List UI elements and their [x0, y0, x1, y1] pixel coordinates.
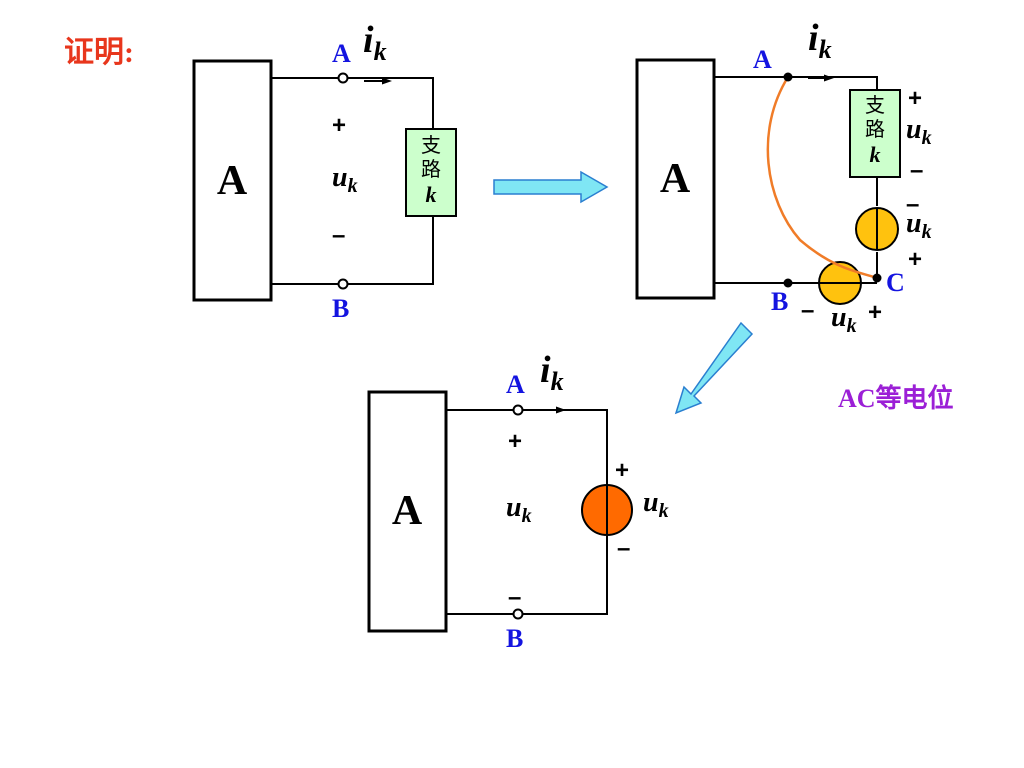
branch-label-char: 支	[865, 94, 885, 117]
branch-label-char: 路	[421, 158, 441, 181]
node-c	[872, 273, 882, 283]
branch-label-char: 支	[421, 134, 441, 157]
wire	[446, 409, 608, 615]
terminal-a	[512, 404, 524, 416]
current-label: ik	[540, 349, 564, 396]
branch-label-char: 路	[865, 118, 885, 141]
node-label-b: B	[771, 287, 788, 316]
terminal-b	[337, 278, 349, 290]
current-label: ik	[363, 19, 387, 66]
minus-sign: –	[910, 157, 923, 184]
branch-label-char: k	[426, 182, 437, 207]
branch-k	[405, 128, 457, 217]
node-label-b: B	[506, 624, 523, 653]
current-arrowhead	[824, 74, 834, 82]
wire	[271, 77, 434, 285]
node-label-a: A	[332, 39, 351, 68]
plus-sign: +	[508, 428, 522, 455]
node-b	[783, 278, 793, 288]
minus-sign: –	[508, 584, 521, 611]
transform-arrow-right	[493, 170, 609, 204]
current-label: ik	[808, 17, 832, 64]
voltage-label: uk	[643, 487, 669, 522]
diagram-original: A A B ik + uk – 支 路 k	[192, 19, 457, 323]
voltage-label: uk	[906, 208, 932, 243]
plus-sign: +	[868, 299, 882, 326]
current-arrowhead	[382, 77, 392, 85]
terminal-a	[337, 72, 349, 84]
network-block	[635, 58, 716, 300]
plus-sign: +	[908, 246, 922, 273]
voltage-label: uk	[506, 492, 532, 527]
minus-sign: –	[617, 535, 630, 562]
node-label-b: B	[332, 294, 349, 323]
network-block-label: A	[660, 156, 691, 202]
voltage-label: uk	[831, 302, 857, 337]
node-label-a: A	[753, 45, 772, 74]
minus-sign: –	[906, 191, 919, 218]
plus-sign: +	[908, 85, 922, 112]
voltage-label: uk	[332, 162, 358, 197]
branch-k	[849, 89, 901, 178]
network-block	[192, 59, 273, 302]
minus-sign: –	[332, 222, 345, 249]
plus-sign: +	[615, 457, 629, 484]
wire	[714, 76, 878, 284]
voltage-label: uk	[906, 114, 932, 149]
minus-sign: –	[801, 297, 814, 324]
network-block-label: A	[392, 488, 423, 534]
node-label-c: C	[886, 268, 905, 297]
branch-label-char: k	[870, 142, 881, 167]
proof-title: 证明:	[64, 36, 134, 69]
network-block	[367, 390, 448, 633]
diagram-with-sources: A 支 路 k + uk – – uk + – uk +	[635, 17, 932, 337]
current-arrowhead	[556, 406, 566, 414]
plus-sign: +	[332, 112, 346, 139]
diagram-equivalent: A A B ik + uk – + uk –	[367, 349, 669, 653]
node-a	[783, 72, 793, 82]
equipotential-note: AC等电位	[838, 383, 954, 413]
terminal-b	[512, 608, 524, 620]
transform-arrow-down-left	[674, 321, 754, 415]
network-block-label: A	[217, 158, 248, 204]
short-wire-ac	[766, 76, 878, 280]
node-label-a: A	[506, 370, 525, 399]
